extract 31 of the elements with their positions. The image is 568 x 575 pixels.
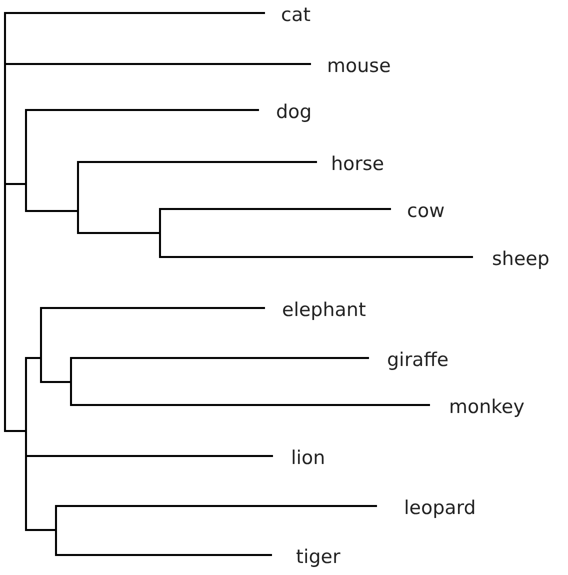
tree-branch xyxy=(5,183,25,185)
species-label: dog xyxy=(276,101,312,123)
species-label: cow xyxy=(407,200,445,222)
tree-branch xyxy=(5,12,265,14)
tree-branch xyxy=(26,455,273,457)
species-label: leopard xyxy=(404,497,476,519)
tree-branch xyxy=(41,307,265,309)
species-label: sheep xyxy=(492,248,550,270)
tree-branch xyxy=(71,357,369,359)
tree-branch xyxy=(160,208,391,210)
species-label: cat xyxy=(281,4,311,26)
tree-branch xyxy=(26,210,77,212)
species-label: lion xyxy=(291,447,326,469)
species-label: elephant xyxy=(282,299,366,321)
tree-branch xyxy=(41,381,70,383)
tree-branch xyxy=(78,161,317,163)
tree-branch xyxy=(5,63,311,65)
tree-branch xyxy=(56,554,272,556)
tree-branch xyxy=(26,529,55,531)
species-label: horse xyxy=(331,153,384,175)
tree-branch xyxy=(160,256,473,258)
species-label: mouse xyxy=(327,55,391,77)
species-label: tiger xyxy=(296,546,340,568)
tree-branch xyxy=(26,109,259,111)
tree-branch xyxy=(26,357,40,359)
tree-branch xyxy=(56,505,377,507)
tree-branch xyxy=(5,430,25,432)
species-label: giraffe xyxy=(387,349,449,371)
tree-branch xyxy=(71,404,430,406)
tree-branch xyxy=(78,232,159,234)
species-label: monkey xyxy=(449,396,524,418)
